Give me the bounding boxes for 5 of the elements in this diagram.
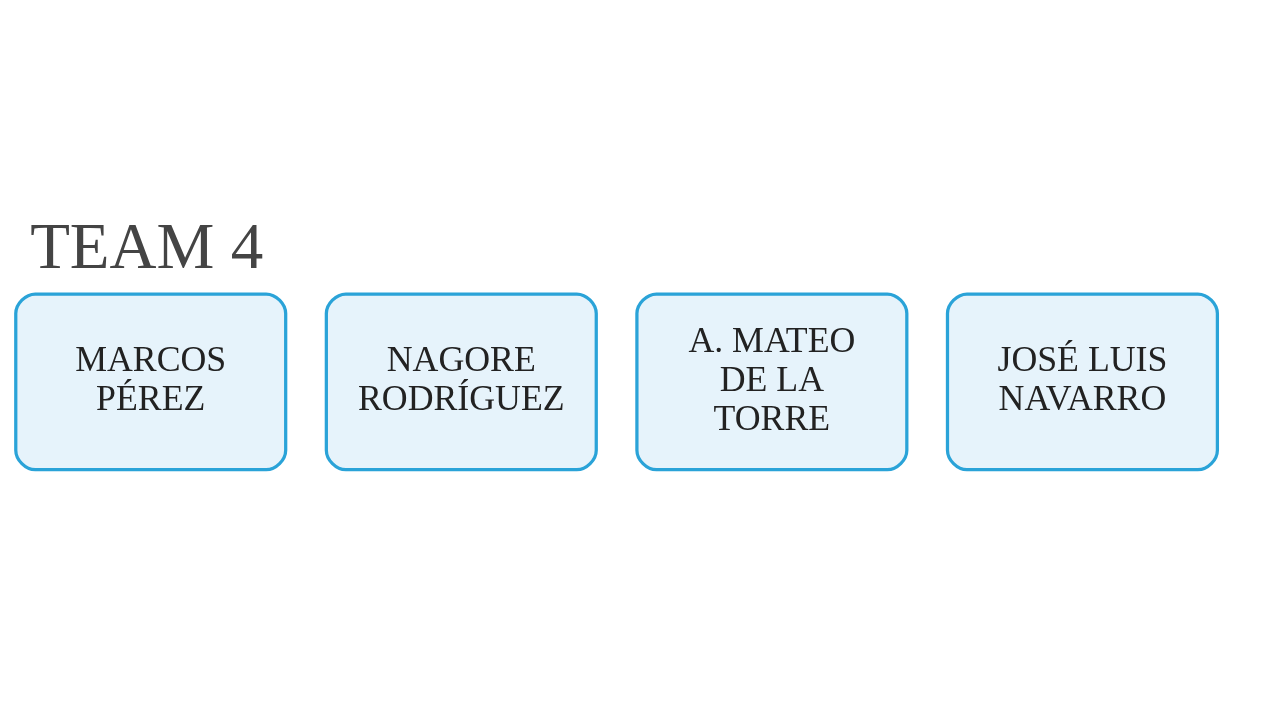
node-box: A. MATEO DE LA TORRE: [635, 291, 909, 471]
node-box: NAGORE RODRÍGUEZ: [324, 291, 598, 471]
node-box: JOSÉ LUIS NAVARRO: [945, 291, 1220, 471]
diagram-title: TEAM 4: [30, 209, 264, 282]
node-box: MARCOS PÉREZ: [14, 291, 288, 471]
